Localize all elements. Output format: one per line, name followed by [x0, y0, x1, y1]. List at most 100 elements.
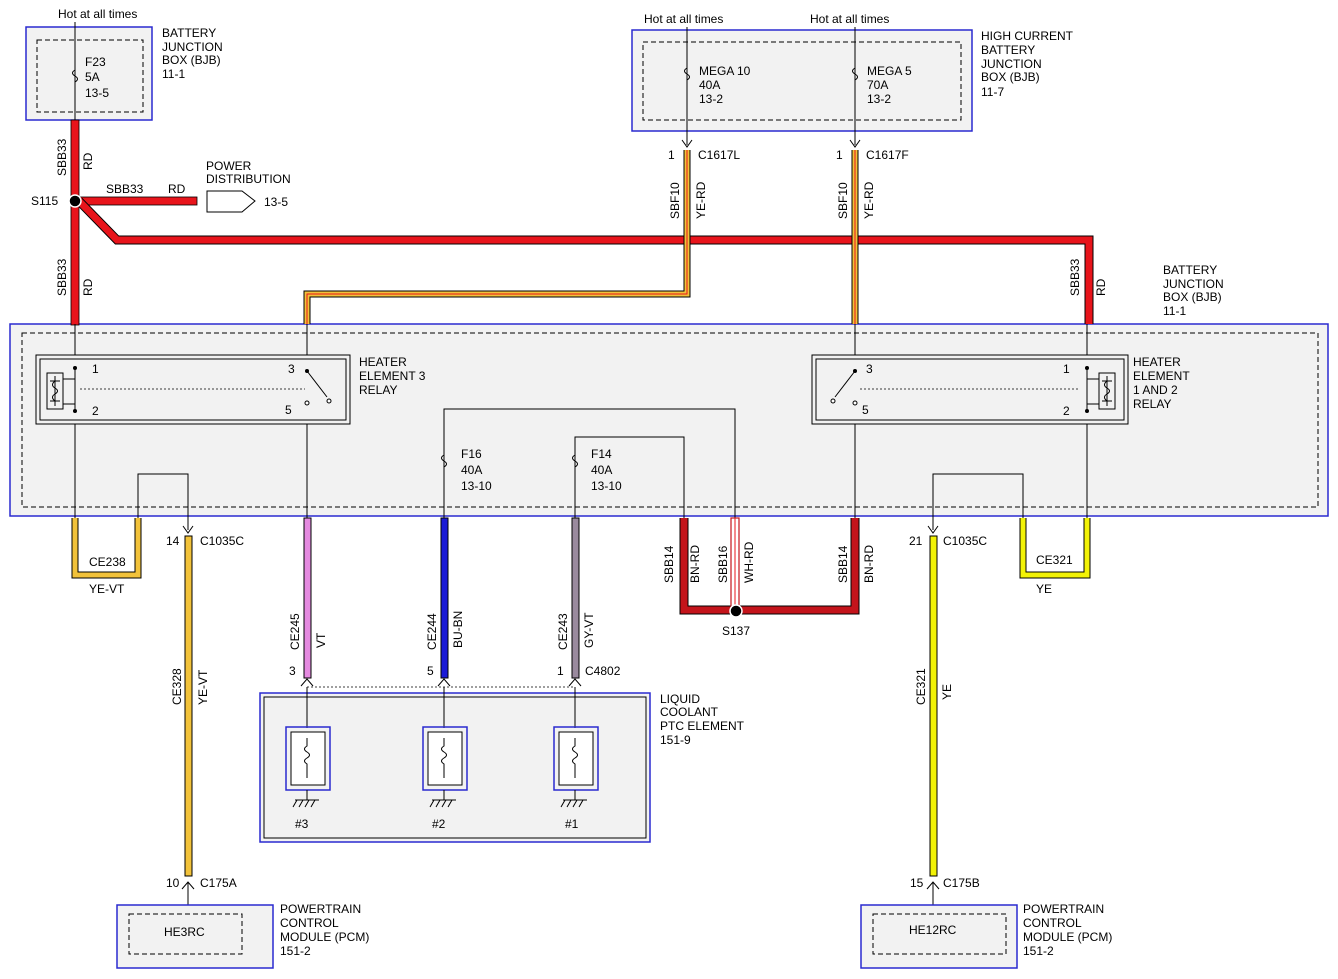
c175b-name: C175B — [943, 876, 980, 890]
fuse-mega10-name: MEGA 10 — [699, 64, 751, 78]
ce321-long-color: YE — [940, 684, 954, 700]
ptc-label-2: COOLANT — [660, 705, 719, 719]
bjb-top-label-4: 11-1 — [162, 67, 185, 81]
wire-sbb33-red — [70, 119, 1094, 326]
ce244-pin: 5 — [427, 664, 434, 678]
bjb-top-label-1: BATTERY — [162, 26, 216, 40]
sbb14-left-circuit: SBB14 — [662, 545, 676, 583]
fuse-f23-icon — [72, 69, 78, 83]
fuse-f14-icon — [572, 454, 578, 468]
wire-sbb14-loop — [679, 518, 860, 615]
wire-ce243 — [571, 517, 580, 679]
fuse-f14-rating: 40A — [591, 463, 612, 477]
fuse-f23-ref: 13-5 — [85, 86, 109, 100]
relay-left-pin-3: 3 — [288, 362, 295, 376]
splice-s115 — [68, 194, 82, 208]
bjb-top-label-3: BOX (BJB) — [162, 53, 221, 67]
relay-left-pin-5: 5 — [285, 403, 292, 417]
relay-right-label-2: ELEMENT — [1133, 369, 1190, 383]
relay-right-label-1: HEATER — [1133, 355, 1181, 369]
ptc-heater-1 — [553, 687, 599, 808]
fuse-mega5-ref: 13-2 — [867, 92, 891, 106]
sbb14-left-color: BN-RD — [688, 545, 702, 583]
ptc-label-1: LIQUID — [660, 692, 700, 706]
ptc-label-3: PTC ELEMENT — [660, 719, 745, 733]
relay-left-label-2: ELEMENT 3 — [359, 369, 426, 383]
relay-left-pin-1: 1 — [92, 362, 99, 376]
hcbjb-label-4: BOX (BJB) — [981, 70, 1040, 84]
bjb-main-label-1: BATTERY — [1163, 263, 1217, 277]
power-distribution-color: RD — [168, 182, 186, 196]
bjb-top-box — [25, 26, 153, 121]
bjb-main-label-3: BOX (BJB) — [1163, 290, 1222, 304]
fuse-f23-rating: 5A — [85, 70, 100, 84]
fuse-mega5-rating: 70A — [867, 78, 888, 92]
relay-right-pin-5: 5 — [862, 403, 869, 417]
c1035c-right-name: C1035C — [943, 534, 987, 548]
ce238-name: CE238 — [89, 555, 126, 569]
relay-right-pin-3: 3 — [866, 362, 873, 376]
ptc-heater-2 — [422, 687, 468, 808]
fuse-mega10-icon — [684, 67, 690, 81]
wire-ce321-long — [929, 535, 938, 877]
ce321-loop-name: CE321 — [1036, 553, 1073, 567]
splice-s137 — [729, 604, 743, 618]
ce328-circuit: CE328 — [170, 668, 184, 705]
wire-ce238 — [71, 518, 142, 579]
pcm-left-label-3: MODULE (PCM) — [280, 930, 369, 944]
sbb16-color: WH-RD — [742, 541, 756, 583]
ptc-label-4: 151-9 — [660, 733, 691, 747]
hcbjb-box — [631, 29, 973, 132]
power-distribution-circuit: SBB33 — [106, 182, 144, 196]
fuse-f14-ref: 13-10 — [591, 479, 622, 493]
pcm-right-label-1: POWERTRAIN — [1023, 902, 1104, 916]
ce243-circuit: CE243 — [556, 613, 570, 650]
sbb14-right-circuit: SBB14 — [836, 545, 850, 583]
pcm-left-label-2: CONTROL — [280, 916, 339, 930]
fuse-mega5-icon — [852, 67, 858, 81]
pcm-right-label-3: MODULE (PCM) — [1023, 930, 1112, 944]
ce238-color: YE-VT — [89, 582, 125, 596]
pcm-left-label-1: POWERTRAIN — [280, 902, 361, 916]
relay-right-label-3: 1 AND 2 — [1133, 383, 1178, 397]
bjb-top-label-2: JUNCTION — [162, 40, 223, 54]
c1617l-circuit: SBF10 — [668, 182, 682, 219]
c1617f-circuit: SBF10 — [836, 182, 850, 219]
c175a-pin: 10 — [166, 876, 180, 890]
ptc-element-1-label: #1 — [565, 817, 579, 831]
fuse-f14-name: F14 — [591, 447, 612, 461]
fuse-f16-ref: 13-10 — [461, 479, 492, 493]
fuse-mega5-name: MEGA 5 — [867, 64, 912, 78]
ce244-connector-icon — [437, 678, 451, 687]
wire-sbb16 — [730, 517, 740, 611]
fuse-mega10-rating: 40A — [699, 78, 720, 92]
sbb16-circuit: SBB16 — [716, 545, 730, 583]
relay-left-label-1: HEATER — [359, 355, 407, 369]
hcbjb-hot-2: Hot at all times — [810, 12, 889, 26]
splice-s115-label: S115 — [31, 194, 58, 208]
ptc-element-2-label: #2 — [432, 817, 446, 831]
ce243-color: GY-VT — [582, 612, 596, 648]
pcm-right-label-4: 151-2 — [1023, 944, 1054, 958]
ce245-pin: 3 — [289, 664, 296, 678]
c1035c-right-pin: 21 — [909, 534, 923, 548]
sbb14-right-color: BN-RD — [862, 545, 876, 583]
bjb-main-label-2: JUNCTION — [1163, 277, 1224, 291]
splice-s137-label: S137 — [722, 624, 750, 638]
fuse-mega10-ref: 13-2 — [699, 92, 723, 106]
c175a-name: C175A — [200, 876, 237, 890]
fuse-f16-name: F16 — [461, 447, 482, 461]
fuse-f16-rating: 40A — [461, 463, 482, 477]
hcbjb-hot-1: Hot at all times — [644, 12, 723, 26]
pcm-left-box — [116, 904, 274, 969]
power-distribution-label-2: DISTRIBUTION — [206, 172, 291, 186]
c4802-name: C4802 — [585, 664, 621, 678]
ptc-heater-3 — [285, 687, 331, 808]
pcm-right-box — [860, 904, 1018, 969]
c1617f-color: YE-RD — [862, 181, 876, 219]
wire-sbf10-left — [303, 150, 691, 324]
relay-right-label-4: RELAY — [1133, 397, 1171, 411]
pcm-left-label-4: 151-2 — [280, 944, 311, 958]
c1617f-name: C1617F — [866, 148, 909, 162]
